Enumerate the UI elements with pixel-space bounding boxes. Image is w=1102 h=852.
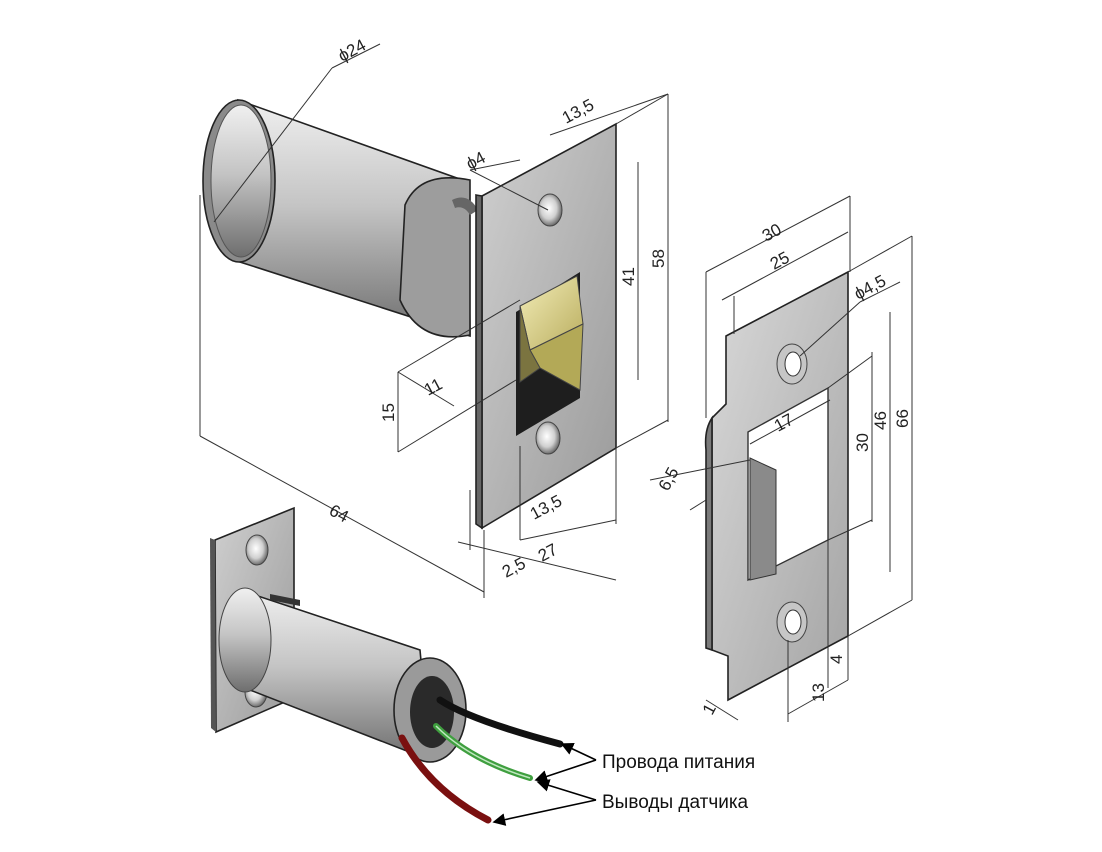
dim-strike-h-66: 66 xyxy=(893,409,912,428)
dim-strike-w-inner: 25 xyxy=(767,248,793,274)
strike-plate xyxy=(704,270,849,702)
mount-hole-top xyxy=(537,193,563,227)
dim-h-plate: 58 xyxy=(649,249,668,268)
dim-d-bolt: ϕ24 xyxy=(335,35,369,65)
wire-black xyxy=(436,696,564,748)
dim-strike-slot-h: 30 xyxy=(853,433,872,452)
dim-d-hole-strike: ϕ4,5 xyxy=(851,271,889,303)
dim-h-bolt: 15 xyxy=(379,403,398,422)
dim-d-hole-plate: ϕ4 xyxy=(463,148,489,174)
bolt-with-wires xyxy=(210,506,564,824)
dim-w-plate-top: 13,5 xyxy=(559,95,597,127)
bolt-assembly xyxy=(202,98,617,530)
dim-w-bolt: 11 xyxy=(421,374,446,399)
dim-strike-offset-4: 4 xyxy=(827,655,846,664)
dim-strike-lip: 6,5 xyxy=(655,464,683,494)
callouts: Провода питания Выводы датчика xyxy=(492,742,755,826)
dim-strike-h-46: 46 xyxy=(871,411,890,430)
wire-red xyxy=(398,734,492,824)
callout-power-wires: Провода питания xyxy=(602,752,755,773)
dim-h-window: 41 xyxy=(619,267,638,286)
callout-sensor-leads: Выводы датчика xyxy=(602,792,749,813)
dim-length: 64 xyxy=(326,501,352,527)
dim-strike-thickness: 1 xyxy=(699,701,720,718)
dimension-lines xyxy=(199,43,913,722)
mount-hole-bottom xyxy=(535,421,561,455)
dim-strike-offset-13: 13 xyxy=(809,683,828,702)
